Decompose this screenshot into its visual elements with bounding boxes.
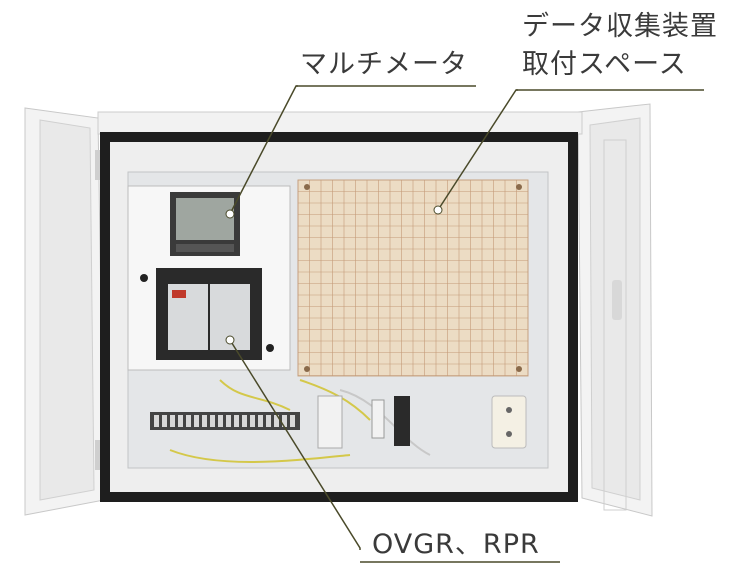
- relays-label: OVGR、RPR: [372, 529, 540, 560]
- terminal: [290, 415, 295, 427]
- leader-dot-relays: [225, 335, 235, 345]
- terminal: [266, 415, 271, 427]
- terminal: [234, 415, 239, 427]
- terminal: [282, 415, 287, 427]
- terminal: [210, 415, 215, 427]
- data-space-label-line1: データ収集装置: [522, 11, 718, 42]
- terminal: [186, 415, 191, 427]
- terminal: [194, 415, 199, 427]
- outlet: [491, 395, 527, 449]
- terminal: [162, 415, 167, 427]
- terminal: [178, 415, 183, 427]
- terminal-block: [150, 379, 431, 463]
- leader-lines: [229, 85, 704, 563]
- terminal: [242, 415, 247, 427]
- data-space-label-line2: 取付スペース: [522, 49, 687, 80]
- multimeter-label: マルチメータ: [300, 49, 468, 80]
- right-door: [577, 103, 653, 517]
- terminal: [250, 415, 255, 427]
- terminal: [258, 415, 263, 427]
- grid-board: [297, 179, 529, 377]
- left-door: [24, 107, 105, 516]
- meter-panel: [127, 185, 291, 371]
- terminal: [154, 415, 159, 427]
- terminal: [274, 415, 279, 427]
- terminal: [226, 415, 231, 427]
- leader-dot-multimeter: [225, 209, 235, 219]
- leader-dot-data-space: [433, 205, 443, 215]
- cabinet-top: [97, 111, 583, 135]
- terminal: [202, 415, 207, 427]
- terminal: [218, 415, 223, 427]
- terminal: [170, 415, 175, 427]
